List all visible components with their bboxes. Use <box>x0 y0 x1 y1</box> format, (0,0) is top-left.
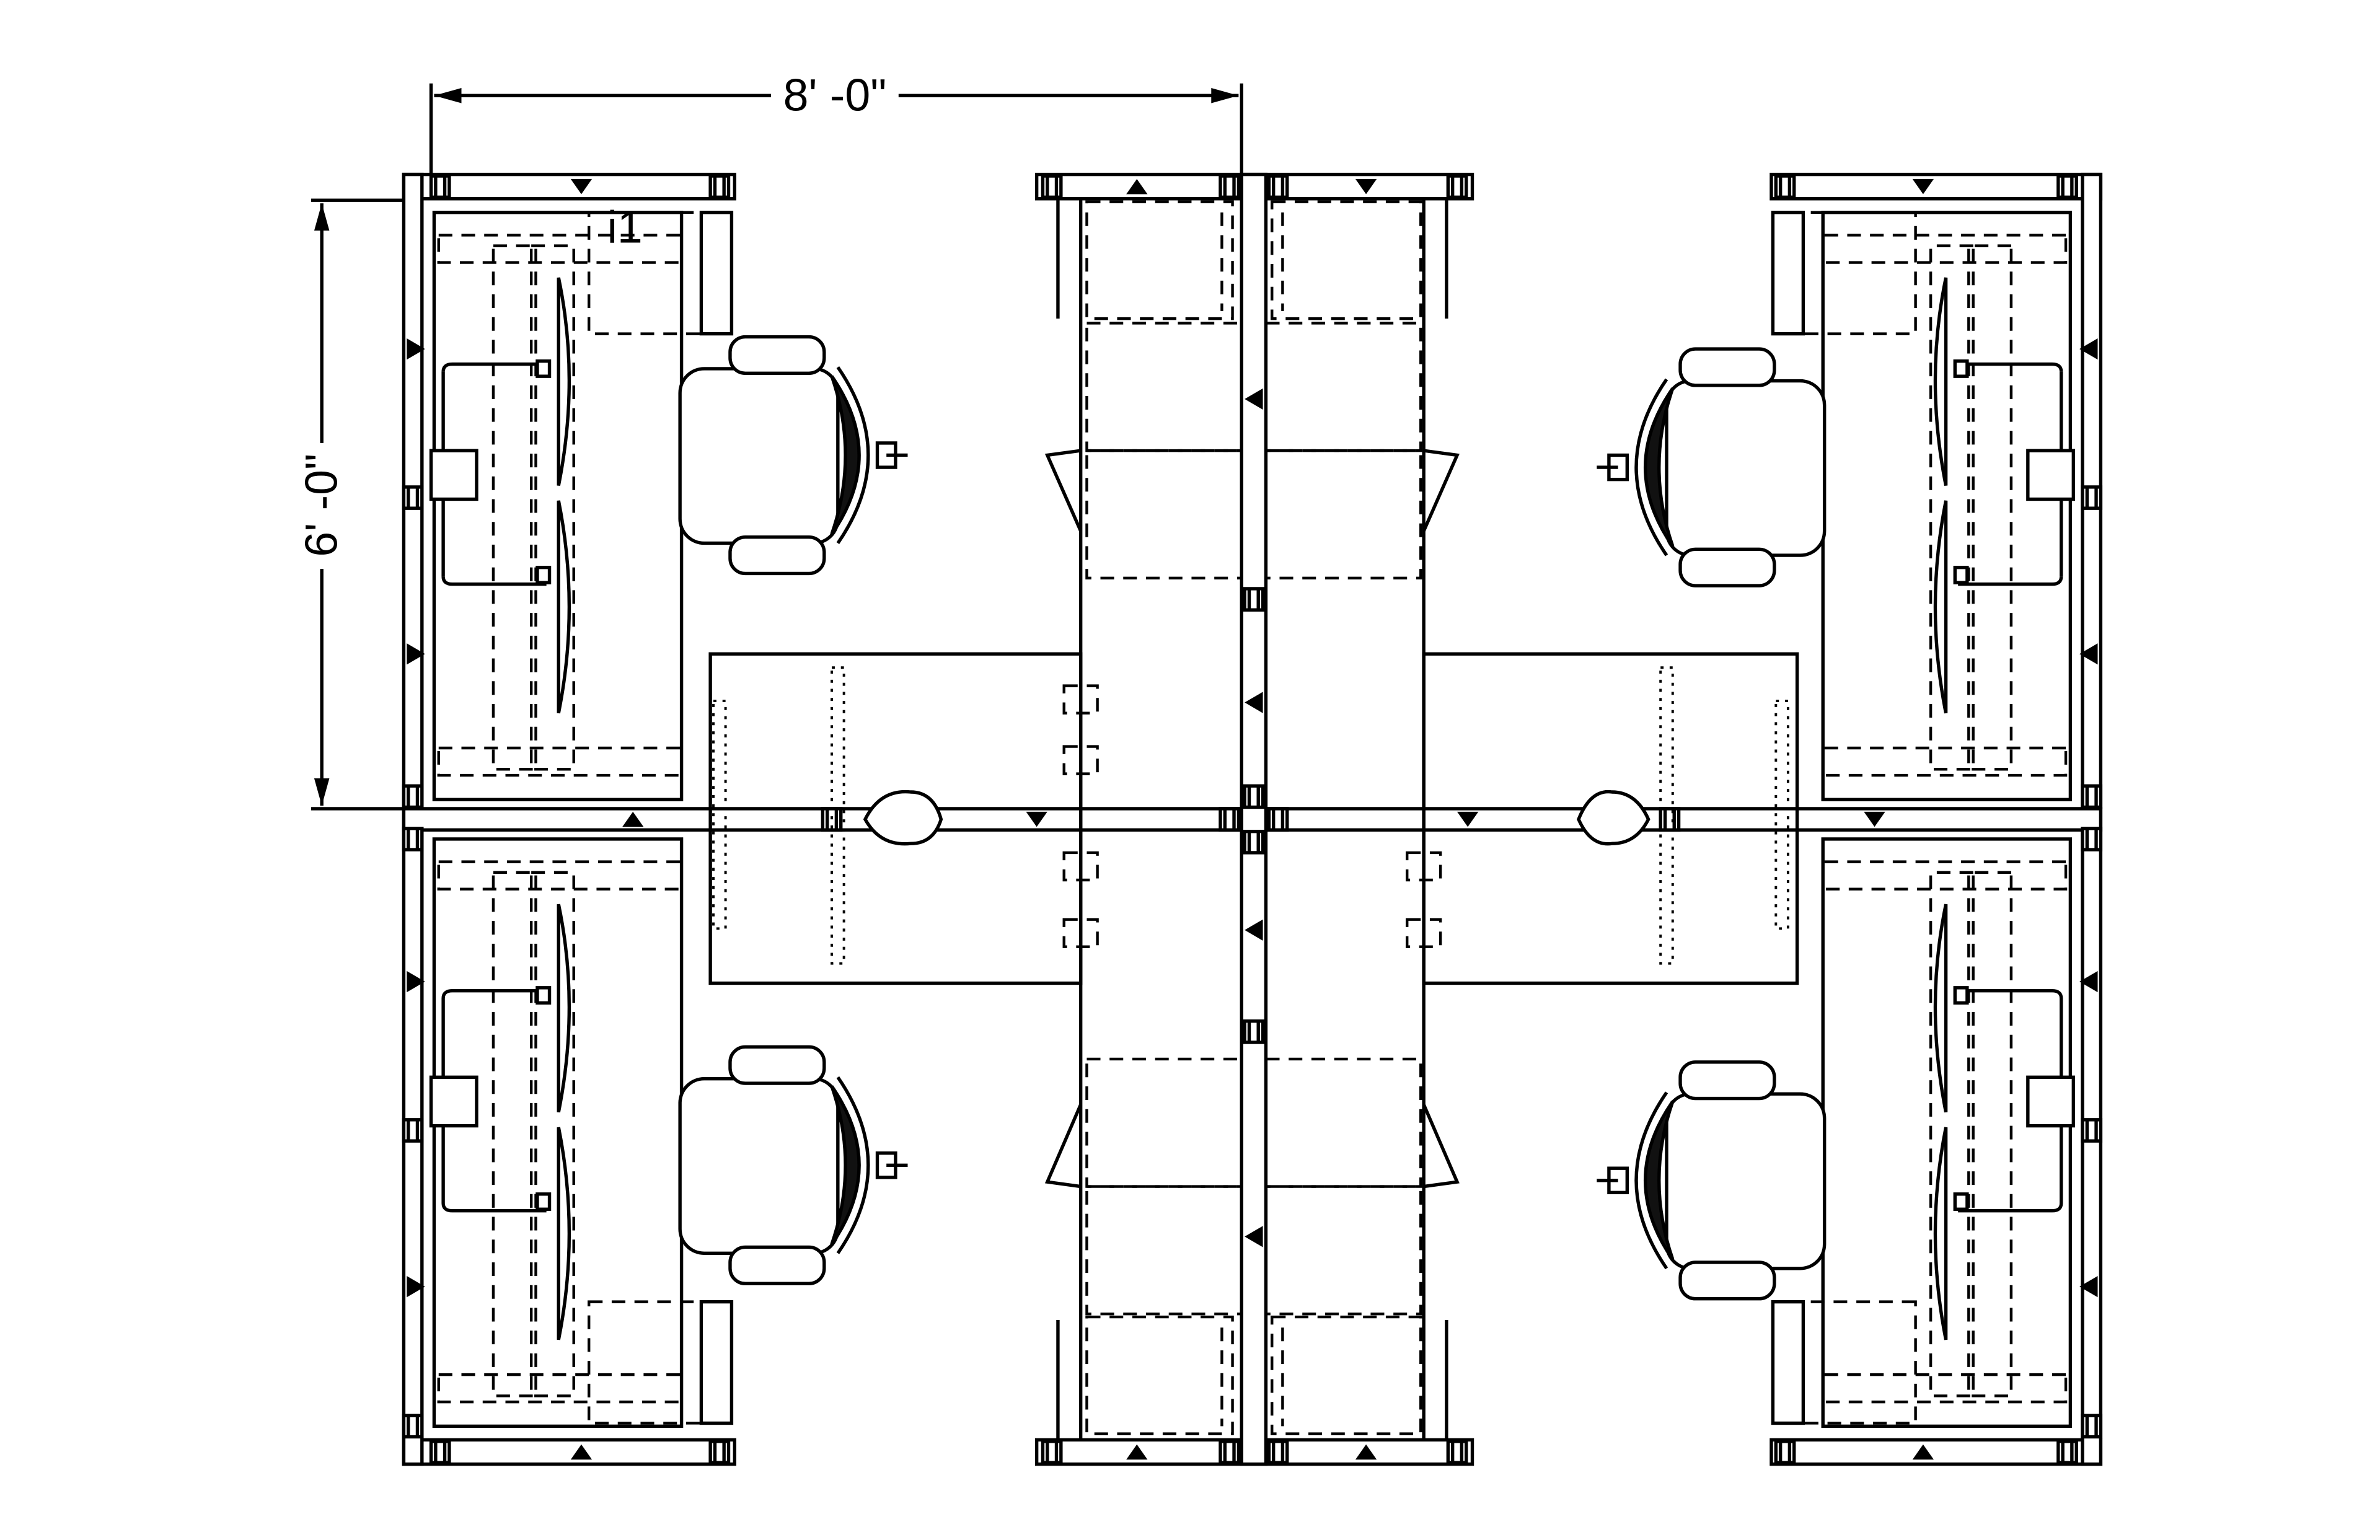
svg-text:i1: i1 <box>607 202 643 253</box>
workstation-top-left: i1 <box>431 202 908 800</box>
depth-dimension-label: 6' -0" <box>296 454 347 557</box>
chair-bottom-right <box>1597 1062 1824 1299</box>
chair-top-left <box>680 337 907 574</box>
workstation-top-right <box>1597 213 2073 799</box>
width-dimension: 8' -0" <box>429 70 1243 176</box>
chair-bottom-left <box>680 1047 907 1283</box>
chair-top-right <box>1597 349 1824 586</box>
depth-dimension: 6' -0" <box>296 198 413 811</box>
workstation-bottom-right <box>1597 839 2073 1426</box>
workstation-bottom-left <box>431 839 908 1426</box>
panel-markers <box>407 178 2098 1460</box>
shared-surfaces <box>708 652 1799 985</box>
width-dimension-label: 8' -0" <box>783 70 887 121</box>
panel-frame <box>402 172 2103 1466</box>
